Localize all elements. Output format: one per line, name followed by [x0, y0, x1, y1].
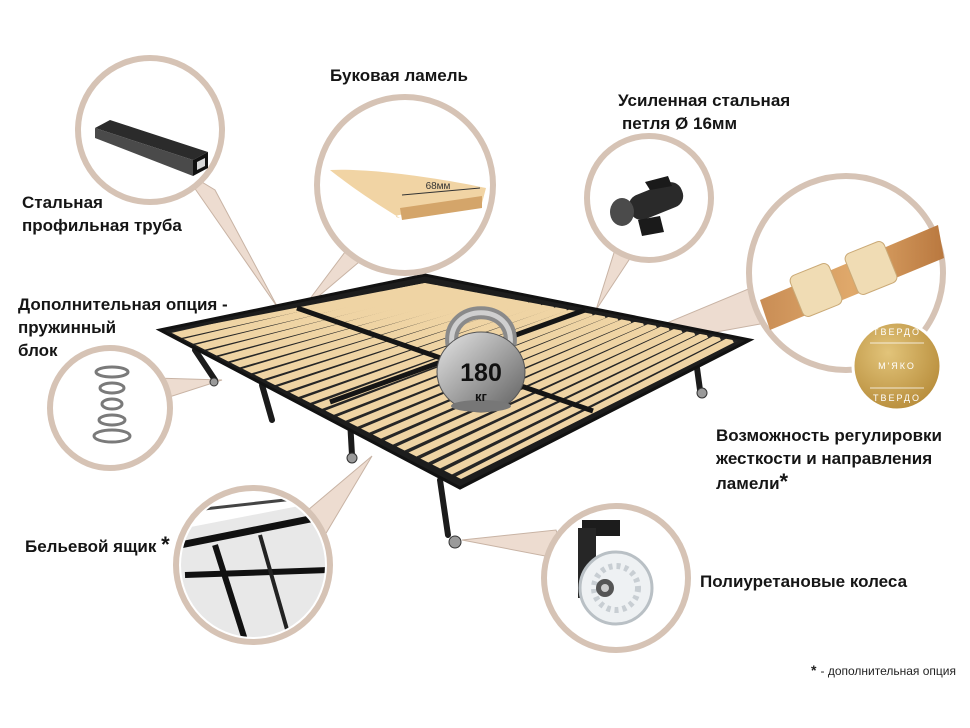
label-beech-slat: Буковая ламель — [330, 66, 468, 85]
callout-linen-box — [173, 485, 333, 645]
callout-stiffness: ТВЕРДО М'ЯКО ТВЕРДО — [746, 173, 946, 412]
callout-steel-pipe — [75, 55, 225, 205]
pointer-steel-pipe — [181, 169, 279, 309]
callout-wheels — [541, 503, 691, 653]
stiffness-asterisk: * — [779, 469, 789, 494]
label-steel-pipe: Стальная профильная труба — [22, 191, 182, 237]
label-linen-box-wrap: Бельевой ящик * — [25, 533, 170, 558]
label-stiffness-line2: жесткости и направления — [716, 449, 933, 468]
seal-bottom-text: ТВЕРДО — [873, 393, 921, 403]
label-steel-loop-line1: Усиленная стальная — [618, 91, 791, 110]
label-steel-loop-line2: петля Ø 16мм — [622, 114, 738, 133]
label-wheels: Полиуретановые колеса — [700, 572, 908, 591]
slat-width-label: 68мм — [426, 181, 451, 192]
footnote-asterisk: * — [811, 662, 817, 678]
seal-middle-text: М'ЯКО — [878, 361, 916, 371]
frame-feet — [209, 377, 708, 549]
seal-top-text: ТВЕРДО — [873, 327, 921, 337]
kettlebell-value: 180 — [460, 359, 502, 387]
label-spring-line1: Дополнительная опция - — [18, 295, 228, 314]
label-steel-loop: Усиленная стальная петля Ø 16мм — [618, 89, 790, 135]
label-linen-box: Бельевой ящик — [25, 537, 157, 556]
kettlebell-180kg: 180 кг — [436, 306, 526, 413]
label-steel-pipe-line2: профильная труба — [22, 216, 182, 235]
callout-spring — [47, 345, 173, 471]
label-spring-line2: пружинный — [18, 318, 117, 337]
spring-coil — [92, 365, 132, 444]
label-stiffness: Возможность регулировки жесткости и напр… — [716, 424, 942, 495]
linen-box-asterisk: * — [161, 532, 170, 557]
label-spring-block: Дополнительная опция - пружинный блок — [18, 293, 228, 362]
callout-steel-loop — [584, 133, 714, 263]
callout-beech-slat: 68мм — [314, 94, 496, 276]
label-steel-pipe-line1: Стальная — [22, 193, 103, 212]
label-spring-line3: блок — [18, 341, 58, 360]
footnote-text: - дополнительная опция — [820, 664, 956, 678]
kettlebell-unit: кг — [475, 389, 488, 404]
label-stiffness-line3-wrap: ламели* — [716, 470, 942, 495]
label-stiffness-line1: Возможность регулировки — [716, 426, 942, 445]
label-stiffness-line3: ламели — [716, 474, 780, 493]
footnote: *- дополнительная опция — [811, 662, 956, 678]
